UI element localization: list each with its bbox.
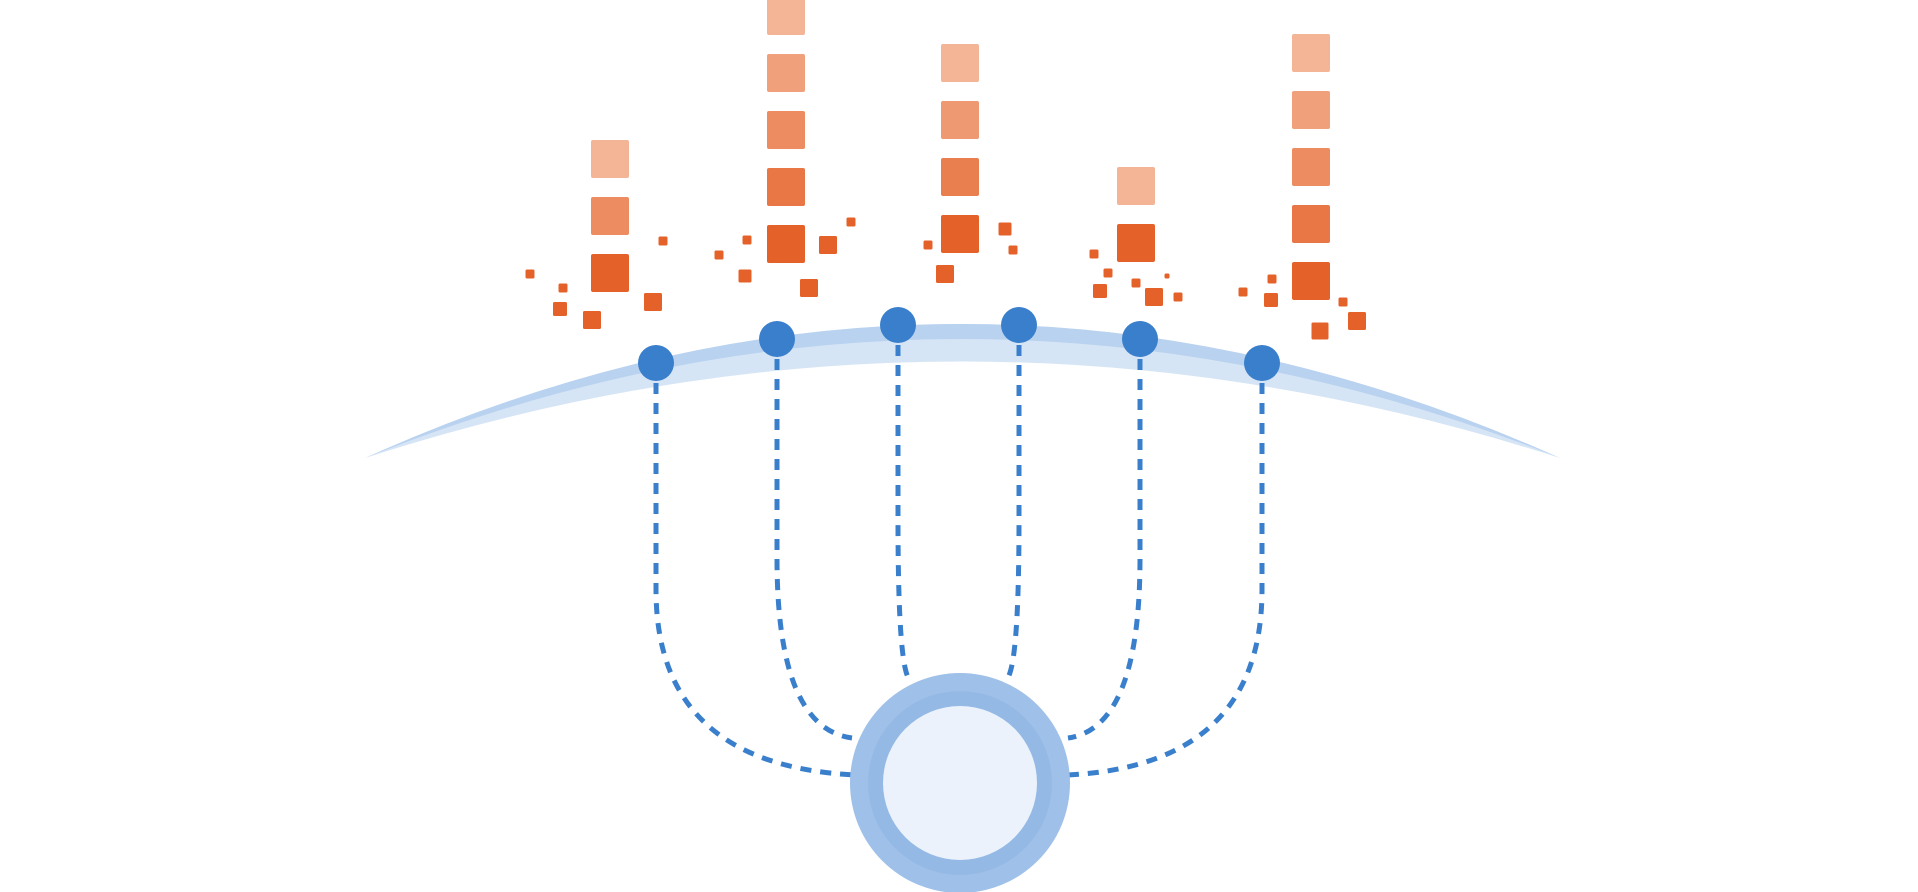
node-4	[1001, 307, 1037, 343]
stack-4-block	[1117, 167, 1155, 205]
hub-inner-disc	[883, 706, 1037, 860]
connector-lines	[653, 325, 1265, 778]
scatter-block	[819, 236, 837, 254]
scatter-block	[644, 293, 662, 311]
stack-1-block	[591, 197, 629, 235]
scatter-block	[998, 222, 1012, 236]
scatter-block	[1348, 312, 1366, 330]
scatter-block	[553, 302, 567, 316]
stack-2-block	[767, 54, 805, 92]
stack-3-block	[941, 215, 979, 253]
scatter-block	[800, 279, 818, 297]
scatter-block	[558, 283, 568, 293]
scatter-block	[846, 217, 856, 227]
node-2	[759, 321, 795, 357]
dashed-connector-4	[1004, 325, 1022, 682]
scatter-block	[923, 240, 933, 250]
dashed-connector-2	[774, 339, 853, 741]
scatter-block	[1093, 284, 1107, 298]
stack-5-block	[1292, 148, 1330, 186]
scatter-block	[1131, 278, 1141, 288]
stack-5-block	[1292, 34, 1330, 72]
scatter-block	[714, 250, 724, 260]
stack-1-block	[591, 140, 629, 178]
scatter-block	[1164, 273, 1170, 279]
stack-2-block	[767, 225, 805, 263]
scatter-block	[1311, 322, 1329, 340]
stack-3-block	[941, 44, 979, 82]
dashed-connector-3	[895, 325, 912, 682]
scatter-block	[936, 265, 954, 283]
hub	[850, 673, 1070, 892]
scatter-block	[738, 269, 752, 283]
scatter-block	[1103, 268, 1113, 278]
stack-1-block	[591, 254, 629, 292]
stack-2-block	[767, 0, 805, 35]
scatter-block	[1145, 288, 1163, 306]
data-blocks	[525, 0, 1366, 340]
scatter-block	[1089, 249, 1099, 259]
dashed-connector-6	[1067, 363, 1265, 778]
node-1	[638, 345, 674, 381]
stack-5-block	[1292, 262, 1330, 300]
scatter-block	[1238, 287, 1248, 297]
dashed-connector-5	[1067, 339, 1143, 741]
node-3	[880, 307, 916, 343]
stack-4-block	[1117, 224, 1155, 262]
scatter-block	[742, 235, 752, 245]
dashed-connector-1	[653, 363, 856, 778]
scatter-block	[525, 269, 535, 279]
scatter-block	[1173, 292, 1183, 302]
node-6	[1244, 345, 1280, 381]
curved-band	[365, 324, 1560, 458]
stack-5-block	[1292, 205, 1330, 243]
stack-3-block	[941, 101, 979, 139]
node-5	[1122, 321, 1158, 357]
scatter-block	[1008, 245, 1018, 255]
scatter-block	[1264, 293, 1278, 307]
arc-nodes	[638, 307, 1280, 381]
scatter-block	[1338, 297, 1348, 307]
stack-2-block	[767, 111, 805, 149]
scatter-block	[583, 311, 601, 329]
stack-2-block	[767, 168, 805, 206]
scatter-block	[1267, 274, 1277, 284]
stack-3-block	[941, 158, 979, 196]
scatter-block	[658, 236, 668, 246]
stack-5-block	[1292, 91, 1330, 129]
